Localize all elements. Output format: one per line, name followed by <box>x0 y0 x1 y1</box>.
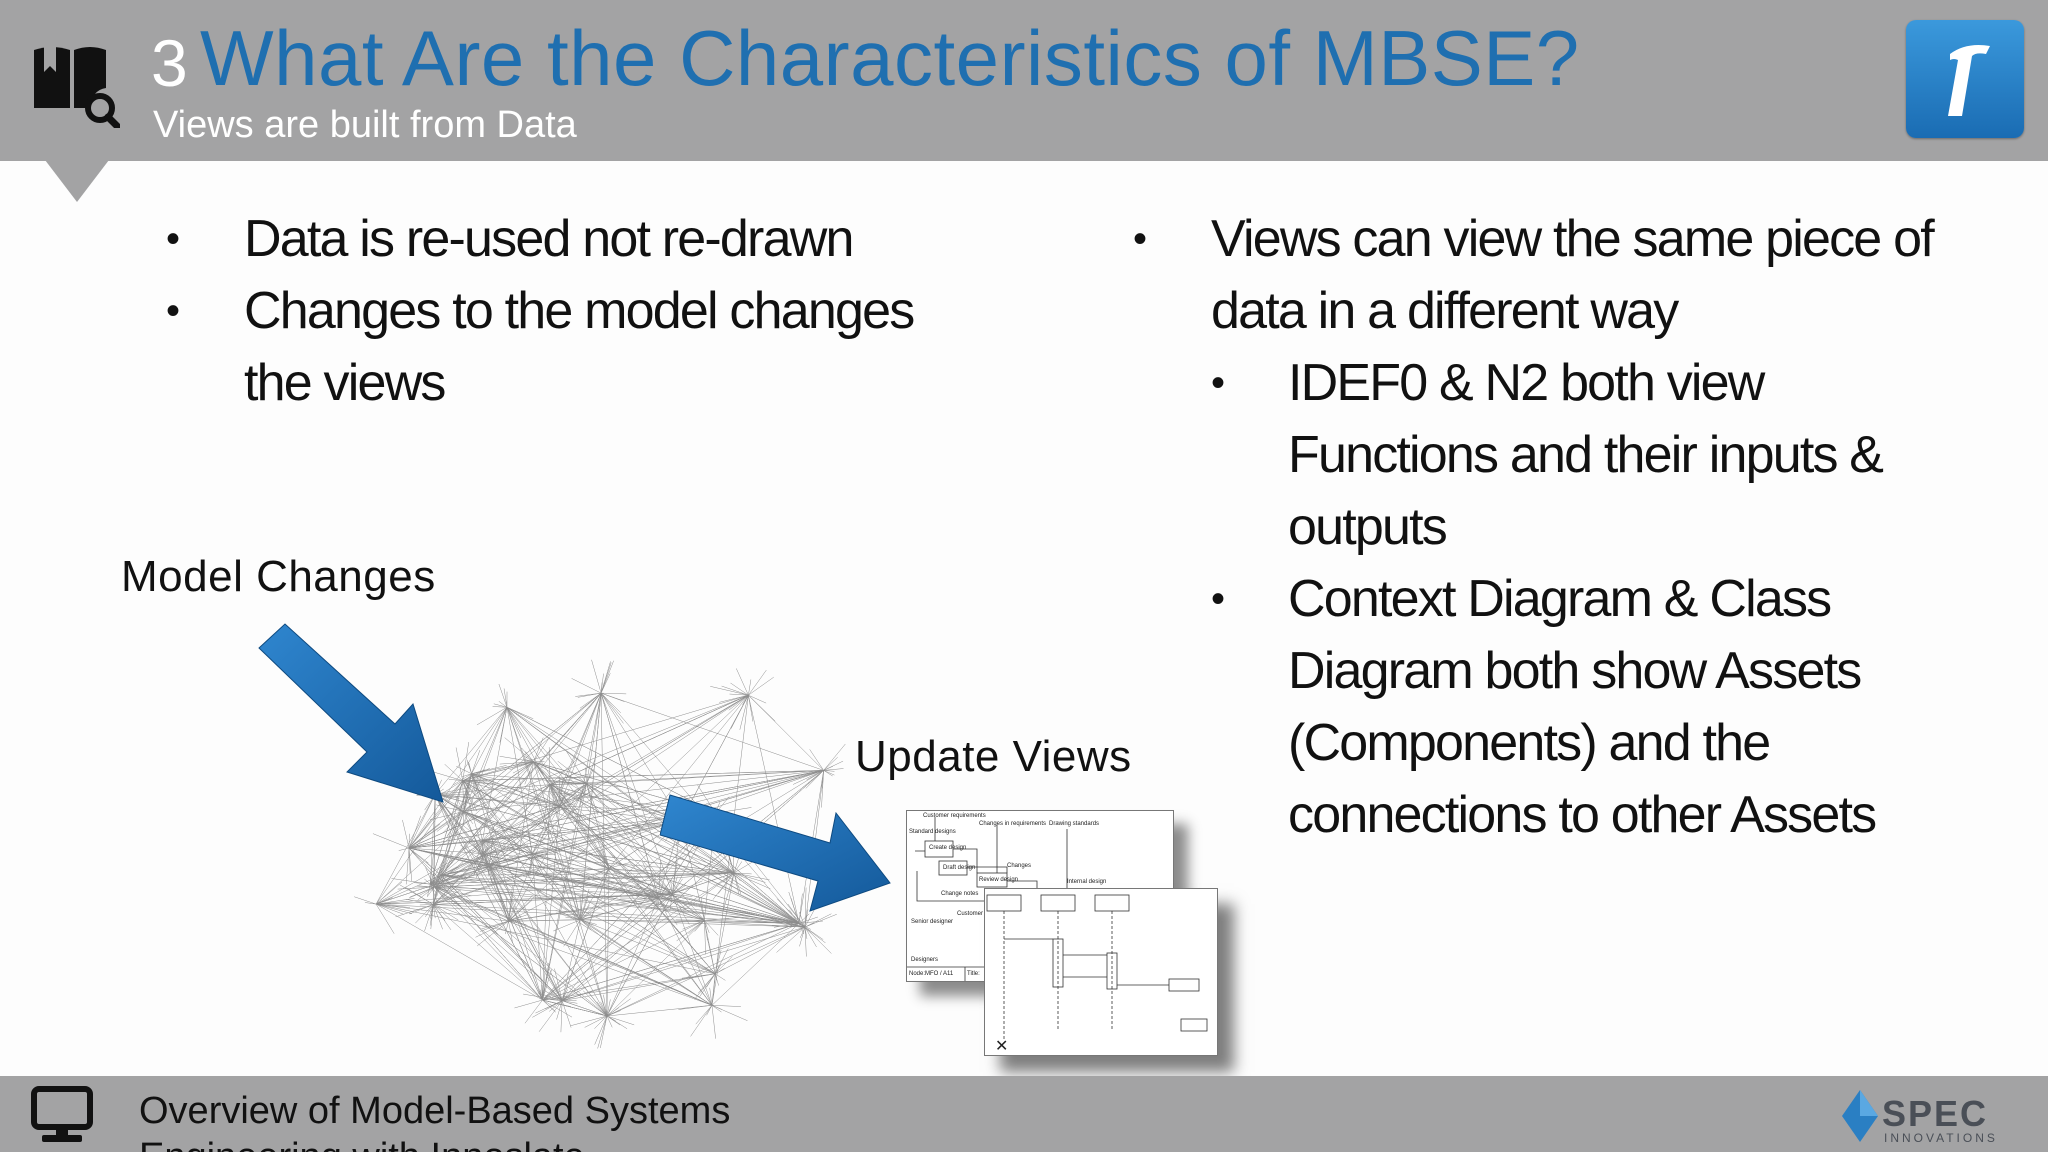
left-bullet-list: • Data is re-used not re-drawn • Changes… <box>166 203 986 423</box>
close-icon: ✕ <box>995 1038 1008 1055</box>
diagram-text: Review design <box>979 877 1018 883</box>
model-changes-arrow-icon <box>258 623 444 803</box>
diagram-text: Node: <box>909 971 925 977</box>
sub-bullet-2-line-1: Context Diagram & Class <box>1288 570 1832 628</box>
spec-innovations-logo: SPEC INNOVATIONS <box>1842 1090 1998 1145</box>
sub-bullet-2-line-2: Diagram both show Assets <box>1288 642 1862 700</box>
diagram-text: Internal design <box>1067 879 1106 885</box>
diagram-text: Change notes <box>941 891 978 897</box>
sub-bullet-1-line-2: Functions and their inputs & <box>1288 426 1884 484</box>
right-bullet-list: • Views can view the same piece of data … <box>1133 203 2033 863</box>
sub-bullet-dot: • <box>1211 361 1225 405</box>
diagram-text: Changes <box>1007 863 1031 869</box>
right-bullet-1-line-1: Views can view the same piece of <box>1211 210 1935 268</box>
bullet-dot: • <box>166 289 180 333</box>
sub-bullet-1-line-1: IDEF0 & N2 both view <box>1288 354 1765 412</box>
page-subtitle: Views are built from Data <box>153 104 577 146</box>
model-changes-label: Model Changes <box>121 552 436 601</box>
monitor-icon <box>31 1086 93 1142</box>
update-views-arrow-icon <box>660 794 891 912</box>
network-graph-image <box>354 659 846 1049</box>
sub-bullet-1-line-3: outputs <box>1288 498 1448 556</box>
sequence-diagram-thumbnail: ✕ <box>984 888 1218 1056</box>
sub-bullet-2-line-3: (Components) and the <box>1288 714 1771 772</box>
page-title: What Are the Characteristics of MBSE? <box>200 14 1580 102</box>
diagram-text: Drawing standards <box>1049 821 1099 827</box>
bullet-dot: • <box>166 217 180 261</box>
sub-bullet-2-line-4: connections to other Assets <box>1288 786 1877 844</box>
diagram-text: Title: <box>967 971 980 977</box>
footer-course-title: Overview of Model-Based Systems Engineer… <box>139 1090 731 1152</box>
right-bullet-1-line-2: data in a different way <box>1211 282 1679 340</box>
diagram-text: Senior designer <box>911 919 953 925</box>
header-bar: 3 What Are the Characteristics of MBSE? … <box>0 0 2048 161</box>
left-bullet-2-line-2: the views <box>244 354 446 412</box>
left-bullet-1: Data is re-used not re-drawn <box>244 210 854 268</box>
diagram-text: Customer <box>957 911 983 917</box>
diagram-text: Changes in requirements <box>979 821 1046 827</box>
diagram-text: MFO / A11 <box>925 971 954 977</box>
book-search-icon <box>34 46 120 128</box>
diagram-text: Draft design <box>943 865 975 871</box>
diagram-text: Customer requirements <box>923 813 986 819</box>
brand-name: SPEC <box>1882 1093 1988 1134</box>
footer-bar: Overview of Model-Based Systems Engineer… <box>0 1076 2048 1152</box>
sub-bullet-dot: • <box>1211 577 1225 621</box>
update-views-label: Update Views <box>855 732 1132 781</box>
brand-subtitle: INNOVATIONS <box>1884 1131 1998 1145</box>
slide-number: 3 <box>151 26 188 100</box>
header-notch <box>45 160 109 202</box>
innoslate-logo-icon <box>1906 20 2024 138</box>
left-bullet-2-line-1: Changes to the model changes <box>244 282 915 340</box>
diagram-text: Designers <box>911 957 938 963</box>
diagram-text: Standard designs <box>909 829 956 835</box>
diagram-text: Create design <box>929 845 966 851</box>
bullet-dot: • <box>1133 217 1147 261</box>
